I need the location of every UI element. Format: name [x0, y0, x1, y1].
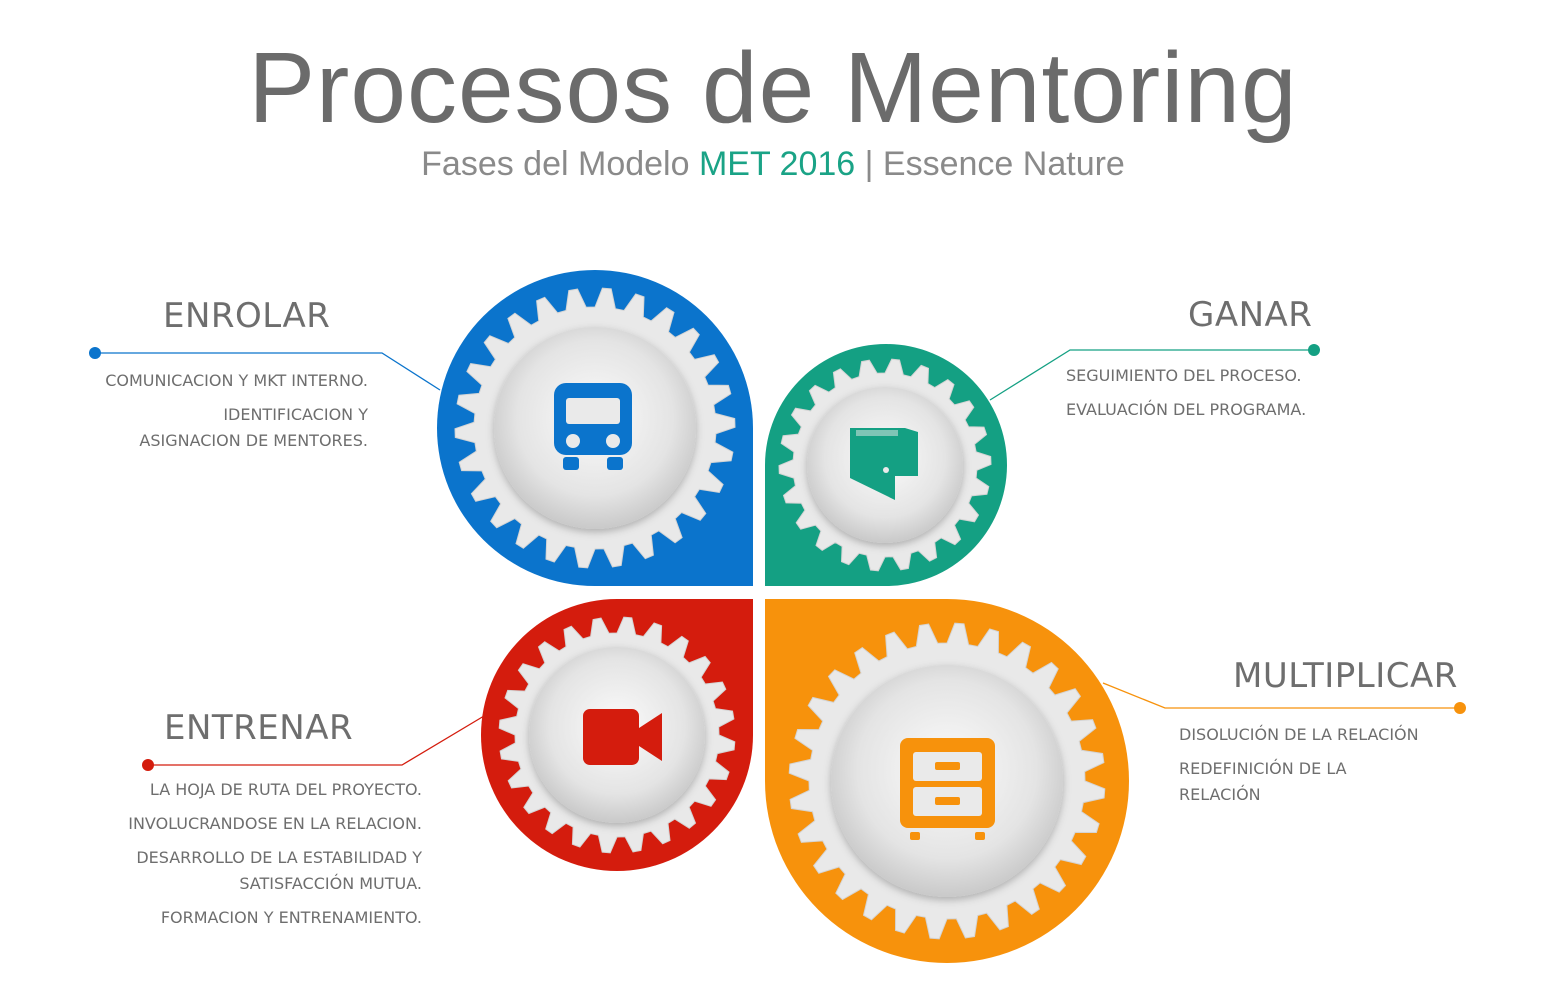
subtitle-prefix: Fases del Modelo [421, 145, 699, 183]
label-entrenar: ENTRENAR [164, 708, 354, 748]
item-entrenar-1: LA HOJA DE RUTA DEL PROYECTO. [149, 780, 422, 799]
wallet-icon [850, 428, 918, 500]
items-entrenar: LA HOJA DE RUTA DEL PROYECTO. INVOLUCRAN… [128, 777, 422, 939]
items-enrolar: COMUNICACION Y MKT INTERNO. IDENTIFICACI… [105, 368, 368, 462]
item-entrenar-2: INVOLUCRANDOSE EN LA RELACION. [128, 814, 422, 833]
item-enrolar-1: COMUNICACION Y MKT INTERNO. [105, 371, 368, 390]
connector-enrolar [89, 347, 441, 391]
video-camera-icon [583, 709, 662, 765]
connector-multiplicar [1102, 682, 1466, 714]
connector-entrenar [142, 715, 485, 771]
item-entrenar-4: FORMACION Y ENTRENAMIENTO. [160, 908, 422, 927]
item-enrolar-2: IDENTIFICACION Y ASIGNACION DE MENTORES. [139, 405, 368, 450]
page-title: Procesos de Mentoring [248, 32, 1298, 144]
page-subtitle: Fases del Modelo MET 2016 | Essence Natu… [0, 144, 1546, 184]
item-entrenar-3: DESARROLLO DE LA ESTABILIDAD Y SATISFACC… [136, 848, 422, 893]
item-ganar-1: SEGUIMIENTO DEL PROCESO. [1066, 366, 1302, 385]
items-ganar: SEGUIMIENTO DEL PROCESO. EVALUACIÓN DEL … [1066, 363, 1306, 431]
truck-icon [554, 383, 632, 470]
item-multiplicar-2: REDEFINICIÓN DE LA RELACIÓN [1179, 759, 1347, 804]
item-multiplicar-1: DISOLUCIÓN DE LA RELACIÓN [1179, 725, 1419, 744]
subtitle-accent: MET 2016 [698, 145, 856, 183]
subtitle-suffix: | Essence Nature [855, 145, 1125, 183]
label-enrolar: ENROLAR [163, 296, 331, 336]
file-cabinet-icon [900, 738, 995, 840]
label-ganar: GANAR [1188, 295, 1313, 335]
items-multiplicar: DISOLUCIÓN DE LA RELACIÓN REDEFINICIÓN D… [1179, 722, 1419, 816]
label-multiplicar: MULTIPLICAR [1233, 656, 1458, 696]
item-ganar-2: EVALUACIÓN DEL PROGRAMA. [1066, 400, 1307, 419]
connector-ganar [989, 344, 1320, 401]
